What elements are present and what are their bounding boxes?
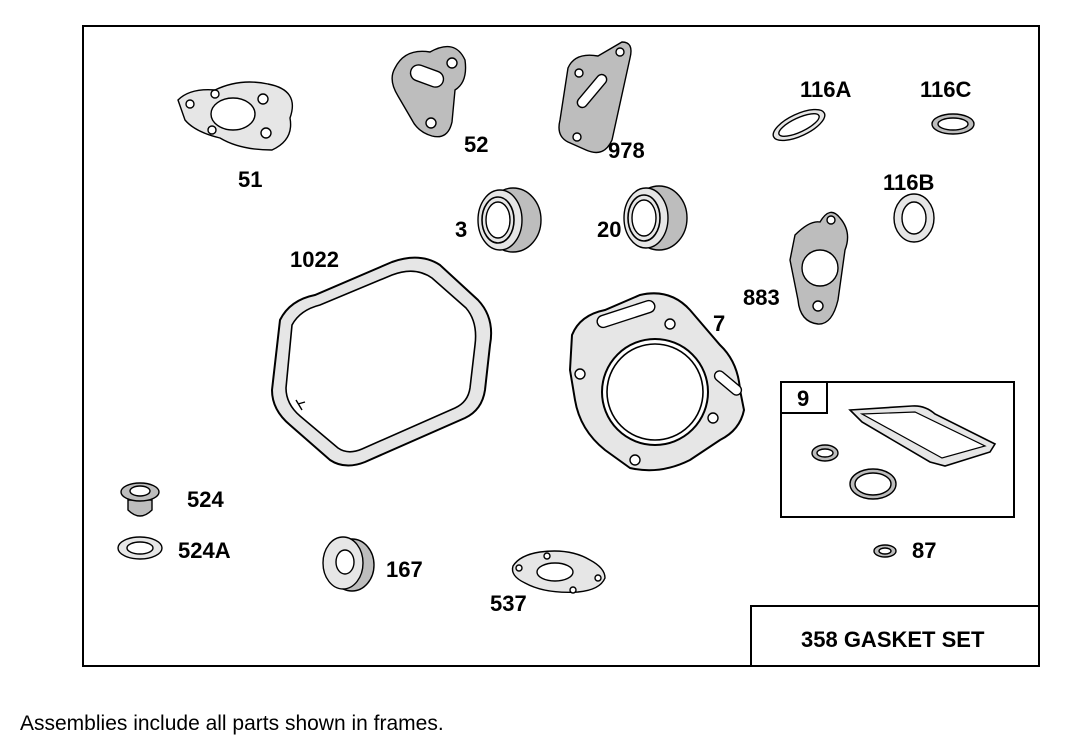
label-1022: 1022: [290, 247, 339, 272]
part-87-washer-icon[interactable]: [873, 544, 897, 558]
part-3-oil-seal-icon[interactable]: [477, 187, 542, 253]
label-116A: 116A: [800, 77, 851, 102]
assembly-9-frame[interactable]: 9: [780, 381, 1015, 518]
part-7-head-gasket-icon[interactable]: [568, 292, 746, 472]
label-87: 87: [912, 538, 936, 563]
part-116B-seal-icon[interactable]: [893, 193, 935, 243]
label-116C: 116C: [920, 77, 971, 102]
label-7: 7: [713, 311, 725, 336]
title-box: 358 GASKET SET: [750, 605, 1039, 666]
label-3: 3: [455, 217, 467, 242]
label-167: 167: [386, 557, 423, 582]
part-978-gasket-icon[interactable]: [558, 41, 632, 154]
part-1022-gasket-icon[interactable]: [270, 256, 493, 467]
label-51: 51: [238, 167, 262, 192]
part-524-plug-icon[interactable]: [120, 482, 160, 517]
label-52: 52: [464, 132, 488, 157]
part-537-gasket-icon[interactable]: [511, 550, 606, 594]
label-883: 883: [743, 285, 780, 310]
label-978: 978: [608, 138, 645, 163]
part-883-gasket-icon[interactable]: [789, 211, 849, 325]
label-537: 537: [490, 591, 527, 616]
diagram-frame: [82, 25, 1040, 667]
title-text: 358 GASKET SET: [801, 627, 985, 652]
part-116A-washer-icon[interactable]: [769, 103, 829, 147]
part-20-oil-seal-icon[interactable]: [623, 185, 688, 251]
part-116C-washer-icon[interactable]: [931, 113, 975, 135]
label-116B: 116B: [883, 170, 934, 195]
part-167-seal-icon[interactable]: [322, 536, 375, 592]
part-52-gasket-icon[interactable]: [391, 45, 467, 138]
label-524A: 524A: [178, 538, 231, 563]
parts-diagram: 358 GASKET SET 51 52 978 116A 116C: [82, 25, 1040, 667]
label-20: 20: [597, 217, 621, 242]
part-51-gasket-icon[interactable]: [177, 81, 294, 151]
label-524: 524: [187, 487, 224, 512]
assemblies-footnote: Assemblies include all parts shown in fr…: [20, 712, 444, 735]
part-524A-washer-icon[interactable]: [117, 536, 163, 560]
label-9: 9: [797, 386, 809, 411]
